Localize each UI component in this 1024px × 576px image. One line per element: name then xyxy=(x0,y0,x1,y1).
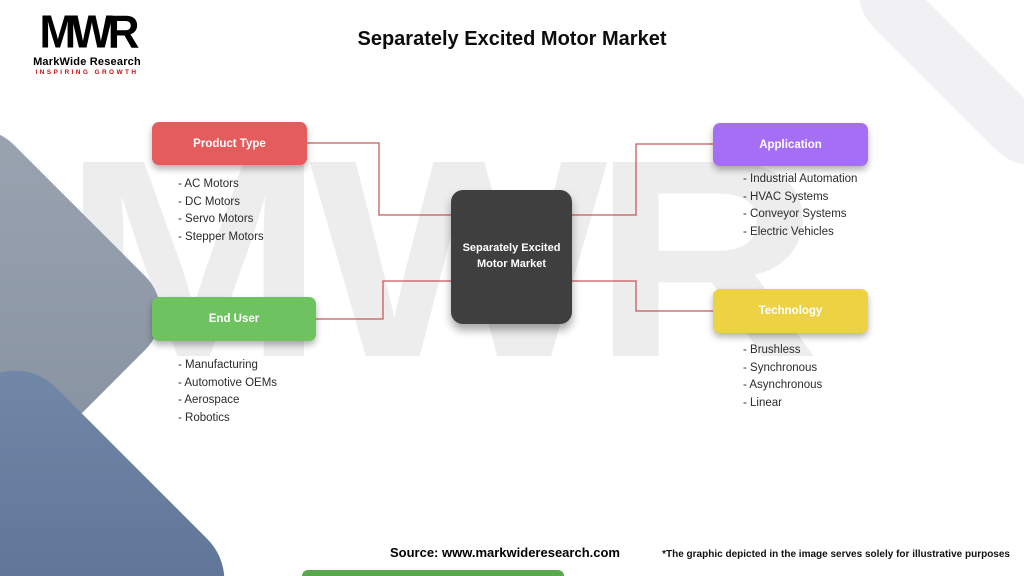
list-item: - Aerospace xyxy=(178,394,240,406)
source-text: Source: www.markwideresearch.com xyxy=(389,545,620,560)
category-label-technology: Technology xyxy=(758,305,823,317)
list-item: - Synchronous xyxy=(743,361,818,374)
category-items-application: - Industrial Automation - HVAC Systems -… xyxy=(743,171,857,241)
connector-end-user xyxy=(316,280,451,320)
list-item: - Linear xyxy=(743,396,782,409)
connector-product-type xyxy=(307,142,451,216)
connector-application xyxy=(572,143,713,216)
list-item: - Brushless xyxy=(743,344,801,356)
list-item: - Servo Motors xyxy=(178,213,254,225)
category-box-application: Application xyxy=(713,123,868,166)
list-item: - Conveyor Systems xyxy=(743,208,847,220)
list-item: - AC Motors xyxy=(178,178,239,190)
category-box-product-type: Product Type xyxy=(152,122,307,165)
category-label-application: Application xyxy=(759,138,822,151)
markwide-logo: MWR MarkWide Research INSPIRING GROWTH xyxy=(22,6,152,76)
list-item: - Asynchronous xyxy=(743,379,823,391)
logo-company-name: MarkWide Research xyxy=(33,55,141,68)
list-item: - Industrial Automation xyxy=(743,173,858,185)
category-items-technology: - Brushless - Synchronous - Asynchronous… xyxy=(743,342,822,412)
disclaimer-text: *The graphic depicted in the image serve… xyxy=(662,549,1010,560)
list-item: - Stepper Motors xyxy=(178,230,264,243)
page-title: Separately Excited Motor Market xyxy=(357,28,667,50)
list-item: - Robotics xyxy=(178,411,230,424)
list-item: - Electric Vehicles xyxy=(743,225,834,238)
center-node: Separately Excited Motor Market xyxy=(451,190,572,324)
category-box-end-user: End User xyxy=(152,297,316,341)
decor-bottom-green-strip xyxy=(302,570,564,576)
category-items-product-type: - AC Motors - DC Motors - Servo Motors -… xyxy=(178,176,264,246)
category-items-end-user: - Manufacturing - Automotive OEMs - Aero… xyxy=(178,357,277,427)
list-item: - Automotive OEMs xyxy=(178,376,278,389)
category-label-end-user: End User xyxy=(208,313,260,325)
list-item: - Manufacturing xyxy=(178,359,258,371)
list-item: - HVAC Systems xyxy=(743,190,829,203)
connector-technology xyxy=(572,280,713,312)
list-item: - DC Motors xyxy=(178,195,240,208)
category-label-product-type: Product Type xyxy=(193,137,266,150)
logo-tagline: INSPIRING GROWTH xyxy=(35,68,139,76)
category-box-technology: Technology xyxy=(713,289,868,333)
logo-monogram: MWR xyxy=(39,6,140,59)
